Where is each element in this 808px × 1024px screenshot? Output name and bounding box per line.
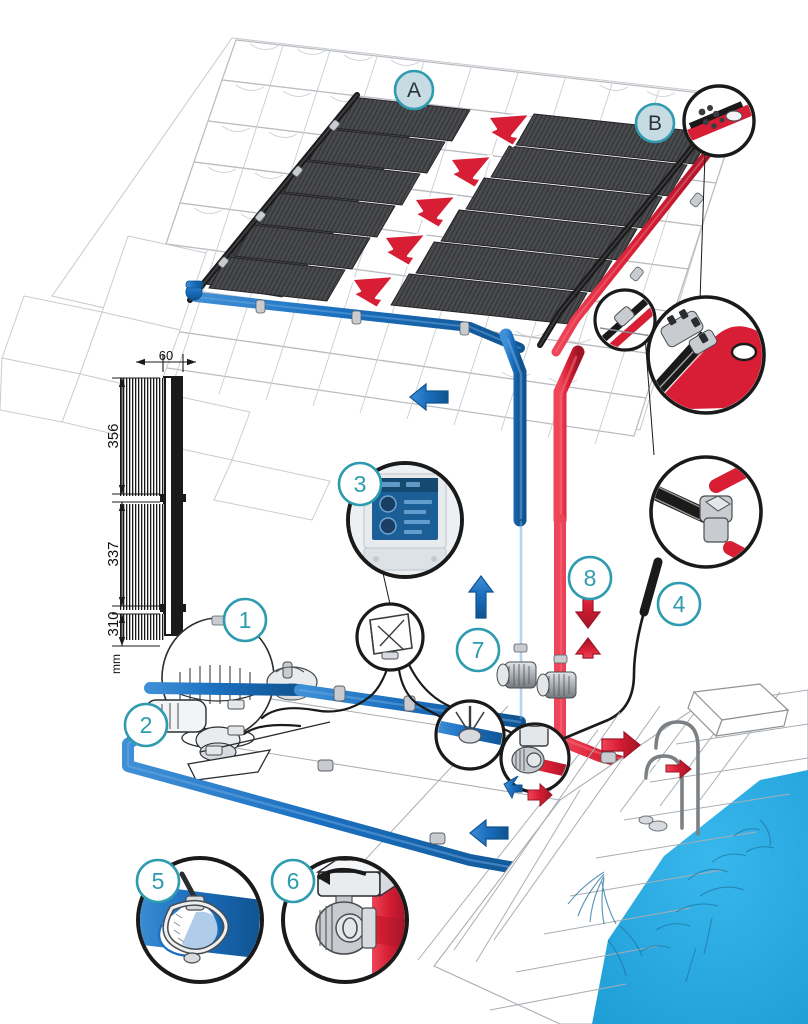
- detail-circle-flow-sensor: [434, 699, 506, 771]
- callout-4-label: 4: [673, 591, 686, 617]
- callout-3[interactable]: 3: [337, 461, 383, 507]
- arrow-bottom-return: [469, 818, 509, 848]
- absorber-profile: [120, 376, 186, 640]
- dim-unit-label: mm: [109, 654, 123, 674]
- arrow-riser-up: [467, 575, 495, 619]
- cold-downpipe-blue: [499, 328, 527, 527]
- callout-2[interactable]: 2: [123, 702, 169, 748]
- detail-circle-header-coupling: [682, 84, 756, 158]
- wire-terminals: [205, 699, 245, 756]
- riser-union-red: [536, 654, 577, 699]
- callout-6[interactable]: 6: [270, 858, 316, 904]
- right-manifold-rail: [537, 115, 719, 348]
- collector-temperature-sensor: [558, 557, 663, 742]
- deck-tiles: [453, 691, 808, 1011]
- arrow-roof-return: [409, 382, 449, 412]
- dim-chain: [112, 377, 160, 647]
- upper-manifold-rail: [187, 92, 360, 303]
- callout-1[interactable]: 1: [222, 597, 268, 643]
- filter-trunk-pipe: [144, 682, 306, 696]
- dimension-drawing: 60 356 337 310 mm: [105, 348, 196, 674]
- dim-width-60: [136, 354, 196, 372]
- dim-segment-356: 356: [105, 423, 122, 448]
- detail-circle-hose-clamp: [646, 295, 766, 415]
- callout-3-label: 3: [354, 471, 367, 497]
- callout-5[interactable]: 5: [135, 858, 181, 904]
- flow-arrows: [350, 112, 692, 848]
- marker-b[interactable]: B: [634, 102, 676, 144]
- pump-base-plate: [187, 749, 272, 781]
- callout-4[interactable]: 4: [656, 581, 702, 627]
- detail-circle-union-fitting: [649, 455, 763, 569]
- hot-header-pipe-red: [551, 119, 736, 357]
- detail-circle-header-clamp: [593, 288, 657, 352]
- marker-a[interactable]: A: [393, 69, 435, 111]
- pool-water: [592, 770, 808, 1024]
- dim-segment-337: 337: [105, 541, 122, 566]
- arrow-to-pool: [601, 730, 641, 760]
- callout-5-label: 5: [152, 868, 165, 894]
- solar-absorber-array: [205, 96, 713, 325]
- header-elbow: [185, 280, 204, 301]
- absorber-strips-a: [208, 96, 471, 302]
- dim-segment-310: 310: [105, 611, 122, 636]
- pool-step-block: [687, 683, 790, 738]
- callout-8-label: 8: [584, 565, 597, 591]
- riser-union-blue: [496, 643, 537, 689]
- detail-circle-solar-controller: [346, 461, 464, 579]
- hot-downpipe-red: [553, 345, 585, 527]
- callout-2-label: 2: [140, 712, 153, 738]
- detail-circle-controller-terminal: [355, 602, 425, 672]
- arrow-pair-valve: [503, 775, 553, 808]
- inlet-jet: [567, 871, 617, 925]
- callout-7[interactable]: 7: [455, 627, 501, 673]
- dim-width-label: 60: [159, 348, 173, 363]
- callout-1-label: 1: [239, 607, 252, 633]
- marker-b-label: B: [648, 112, 662, 135]
- detail-circle-motorised-valve: [281, 856, 409, 984]
- water-ripples: [607, 819, 775, 983]
- pool-area: [433, 683, 808, 1024]
- callout-8[interactable]: 8: [567, 555, 613, 601]
- callout-6-label: 6: [287, 868, 300, 894]
- absorber-strips-b: [390, 113, 713, 325]
- arrow-pool-inlet: [665, 758, 692, 780]
- marker-a-label: A: [407, 79, 421, 102]
- callout-7-label: 7: [472, 637, 485, 663]
